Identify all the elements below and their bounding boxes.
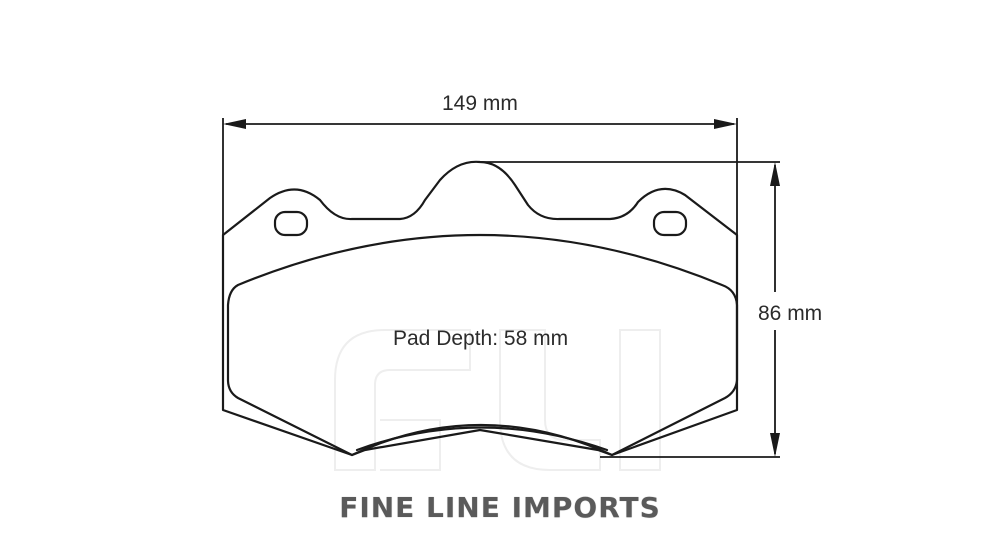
mounting-hole-right <box>652 210 688 237</box>
friction-material-outline <box>226 233 739 457</box>
brand-logo-text: FINE LINE IMPORTS <box>339 491 661 524</box>
mounting-hole-left <box>273 210 309 237</box>
backing-plate-outline <box>221 160 739 457</box>
watermark-logo <box>334 329 661 471</box>
width-dimension-label: 149 mm <box>442 92 518 115</box>
pad-depth-label: Pad Depth: 58 mm <box>393 327 569 350</box>
height-dimension-label: 86 mm <box>758 302 823 325</box>
